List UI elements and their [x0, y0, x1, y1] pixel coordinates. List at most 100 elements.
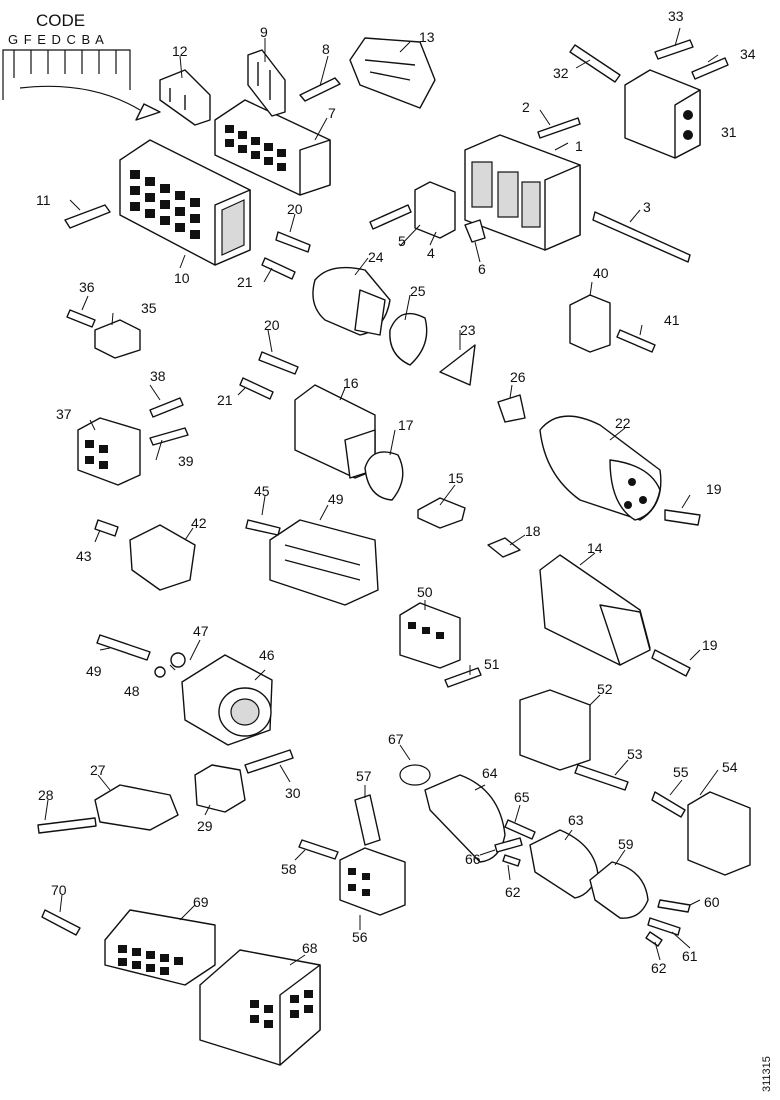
- label-part-64: 64: [482, 765, 498, 781]
- part-31-connector: [624, 69, 701, 159]
- label-part-54: 54: [722, 759, 738, 775]
- part-33-terminal: [654, 39, 694, 60]
- part-17-seal: [364, 451, 404, 501]
- part-30-terminal: [244, 749, 294, 774]
- label-part-38: 38: [150, 368, 166, 384]
- label-part-27: 27: [90, 762, 106, 778]
- part-9-clip: [247, 49, 286, 117]
- label-part-8: 8: [322, 41, 330, 57]
- part-10-connector: [119, 139, 251, 266]
- part-58-terminal: [298, 839, 339, 860]
- label-part-37: 37: [56, 406, 72, 422]
- leader-lines: [44, 27, 719, 966]
- part-47-washer: [170, 652, 186, 668]
- label-part-62-left: 62: [505, 884, 521, 900]
- part-20-terminal-mid: [258, 351, 299, 375]
- label-part-36: 36: [79, 279, 95, 295]
- part-14-connector: [539, 554, 651, 666]
- label-part-55: 55: [673, 764, 689, 780]
- part-29-connector: [194, 764, 246, 813]
- part-20-terminal-upper: [275, 231, 311, 253]
- label-part-11: 11: [36, 192, 51, 208]
- code-box: CODE G F E D C B A: [2, 11, 161, 121]
- part-51-terminal: [444, 667, 482, 688]
- code-arrow-head: [135, 103, 161, 121]
- label-part-4: 4: [427, 245, 435, 261]
- part-12-clip: [159, 69, 211, 126]
- part-52-connector: [519, 689, 591, 771]
- part-60-pin: [657, 899, 691, 913]
- label-part-31: 31: [721, 124, 737, 140]
- label-part-61: 61: [682, 948, 698, 964]
- part-27-connector: [94, 784, 179, 831]
- label-part-60: 60: [704, 894, 720, 910]
- part-13-housing: [349, 37, 436, 109]
- label-part-18: 18: [525, 523, 541, 539]
- label-part-1: 1: [575, 138, 583, 154]
- label-part-6: 6: [478, 261, 486, 277]
- label-part-48: 48: [124, 683, 140, 699]
- label-part-21-mid: 21: [217, 392, 233, 408]
- part-19-plug-upper: [664, 509, 701, 526]
- label-part-16: 16: [343, 375, 359, 391]
- part-34-terminal: [691, 57, 729, 80]
- code-arrow-line: [19, 85, 141, 111]
- part-15-bracket: [417, 497, 466, 529]
- part-5-terminal: [369, 204, 412, 230]
- code-pins: [13, 50, 117, 78]
- label-part-68: 68: [302, 940, 318, 956]
- label-part-20-upper: 20: [287, 201, 303, 217]
- label-part-52: 52: [597, 681, 613, 697]
- part-24-connector: [312, 266, 391, 336]
- label-part-41: 41: [664, 312, 680, 328]
- label-part-66: 66: [465, 851, 481, 867]
- label-part-15: 15: [448, 470, 464, 486]
- label-part-53: 53: [627, 746, 643, 762]
- part-63-sleeve: [529, 829, 599, 899]
- label-part-67: 67: [388, 731, 404, 747]
- label-part-10: 10: [174, 270, 190, 286]
- part-68-connector: [199, 949, 321, 1066]
- part-2-pin: [537, 117, 581, 139]
- label-part-23: 23: [460, 322, 476, 338]
- label-part-17: 17: [398, 417, 414, 433]
- label-part-42: 42: [191, 515, 207, 531]
- part-6-clip: [464, 219, 486, 243]
- part-62-pin-right: [645, 931, 663, 947]
- code-title: CODE: [36, 11, 85, 30]
- label-part-43: 43: [76, 548, 92, 564]
- label-part-45: 45: [254, 483, 270, 499]
- part-22-connector: [539, 415, 662, 521]
- part-66-pin: [494, 837, 523, 853]
- part-16-connector: [294, 384, 376, 479]
- part-4-housing: [414, 181, 456, 239]
- part-56-connector: [339, 847, 406, 916]
- part-57-clip: [354, 794, 381, 846]
- label-part-56: 56: [352, 929, 368, 945]
- part-35-housing: [94, 319, 141, 359]
- label-part-65: 65: [514, 789, 530, 805]
- label-part-28: 28: [38, 787, 54, 803]
- label-part-58: 58: [281, 861, 297, 877]
- part-69-connector: [104, 909, 216, 986]
- part-50-connector: [399, 602, 461, 669]
- part-18-clip: [487, 537, 521, 558]
- code-letters: G F E D C B A: [8, 32, 105, 47]
- part-labels: 1 2 3 4 5 6 7 8 9 10 11 12 13 14 15 16 1…: [36, 8, 756, 976]
- label-part-25: 25: [410, 283, 426, 299]
- document-id: 311315: [761, 1056, 773, 1092]
- part-28-terminal: [37, 817, 97, 834]
- label-part-21-upper: 21: [237, 274, 253, 290]
- label-part-46: 46: [259, 647, 275, 663]
- part-26-pin: [497, 394, 526, 423]
- label-part-29: 29: [197, 818, 213, 834]
- part-65-pin: [504, 819, 536, 840]
- label-part-3: 3: [643, 199, 651, 215]
- part-3-strip: [592, 211, 691, 263]
- label-part-70: 70: [51, 882, 67, 898]
- label-part-30: 30: [285, 785, 301, 801]
- label-part-22: 22: [615, 415, 631, 431]
- part-64-boot: [424, 774, 506, 863]
- label-part-26: 26: [510, 369, 526, 385]
